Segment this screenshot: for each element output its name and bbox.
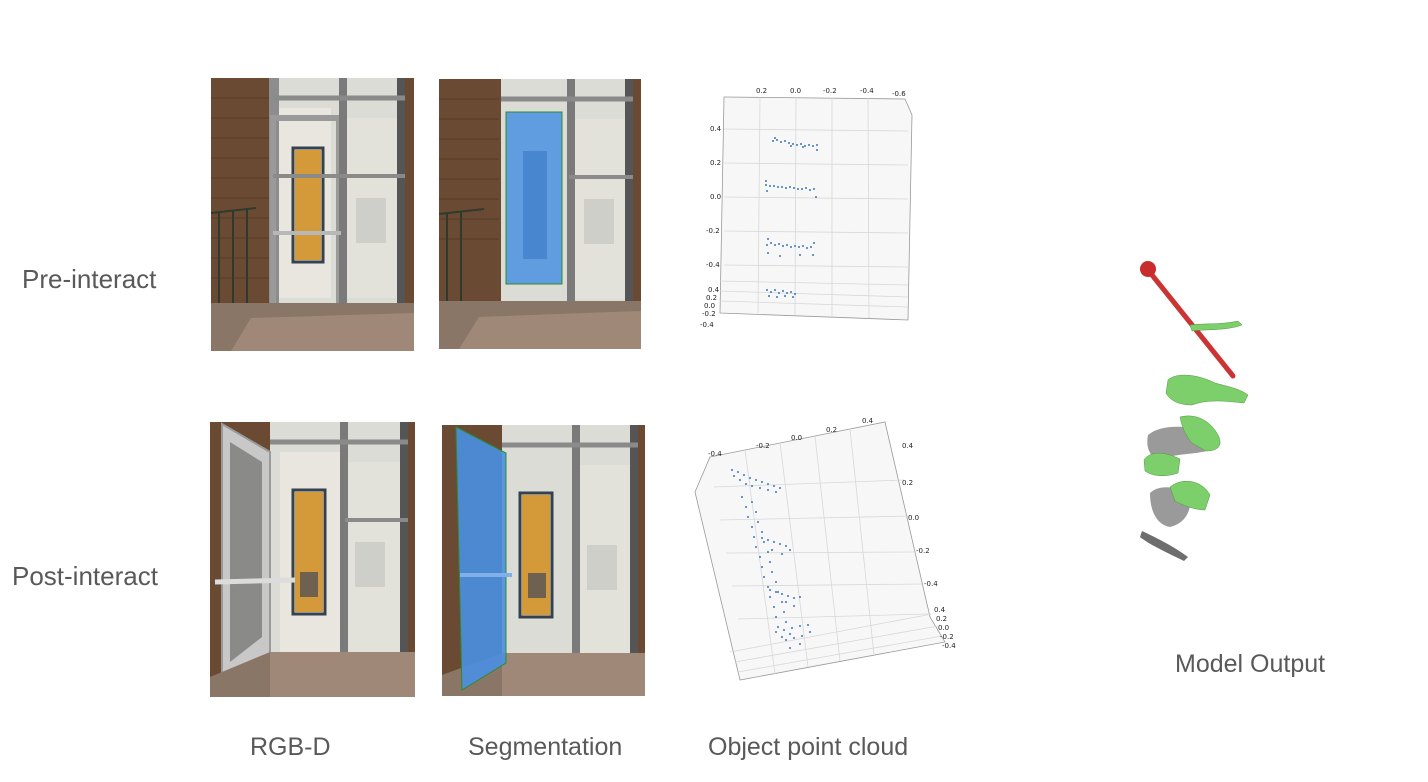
- post-rgbd-image: [210, 422, 415, 697]
- pre-plot-top-tick: -0.6: [892, 90, 906, 98]
- mesh-part: [1189, 320, 1243, 332]
- row-label-post-interact: Post-interact: [12, 561, 158, 591]
- post-plot-top-tick: 0.0: [791, 434, 802, 442]
- pre-cloud-stripe-4: [766, 289, 796, 298]
- post-plot-bottom-tick: 0.0: [938, 624, 949, 632]
- axis-origin-marker: [1140, 261, 1156, 277]
- post-plot-top-tick: -0.4: [708, 450, 722, 458]
- pre-plot-bottom-tick: 0.2: [706, 294, 717, 302]
- row-label-pre-interact: Pre-interact: [22, 264, 157, 294]
- pre-plot-left-tick: 0.2: [710, 159, 721, 167]
- pre-plot-bottom-ticks: 0.4 0.2 0.0 -0.2 -0.4: [700, 286, 720, 329]
- mesh-part: [1179, 415, 1221, 452]
- post-plot-right-tick: 0.2: [902, 479, 913, 487]
- post-plot-right-tick: 0.4: [902, 442, 914, 450]
- pre-plot-top-tick: 0.0: [790, 87, 801, 95]
- pre-cloud-stripe-2: [765, 180, 817, 198]
- mesh-part: [1165, 374, 1249, 406]
- column-label-point-cloud: Object point cloud: [708, 733, 909, 761]
- post-plot-bottom-tick: 0.4: [934, 606, 946, 614]
- post-plot-bottom-tick: -0.4: [942, 642, 956, 650]
- pre-plot-left-tick: 0.0: [710, 193, 721, 201]
- mesh-part: [1143, 452, 1181, 476]
- pre-plot-left-ticks: 0.4 0.2 0.0 -0.2 -0.4: [706, 125, 722, 269]
- pre-rgbd-image: [211, 78, 414, 351]
- pre-pointcloud-plot: 0.2 0.0 -0.2 -0.4 -0.6 0.4 0.2 0.0 -0.2 …: [700, 85, 925, 330]
- post-plot-top-ticks: -0.4 -0.2 0.0 0.2 0.4: [708, 417, 874, 458]
- pre-cloud-stripe-1: [772, 137, 818, 151]
- pre-plot-bottom-tick: -0.2: [702, 310, 716, 318]
- column-label-rgbd: RGB-D: [250, 733, 331, 761]
- post-pointcloud-plot: -0.4 -0.2 0.0 0.2 0.4 0.4 0.2 0.0 -0.2 -…: [690, 412, 960, 687]
- pre-plot-top-tick: -0.4: [860, 87, 874, 95]
- pre-plot-top-tick: -0.2: [823, 87, 837, 95]
- post-plot-bottom-tick: 0.2: [936, 615, 947, 623]
- post-plot-right-tick: -0.4: [924, 580, 938, 588]
- column-label-model-output: Model Output: [1175, 650, 1326, 678]
- pre-plot-bottom-tick: 0.4: [708, 286, 720, 294]
- post-plot-top-tick: -0.2: [756, 442, 770, 450]
- pre-plot-bottom-tick: 0.0: [704, 302, 715, 310]
- post-plot-right-ticks: 0.4 0.2 0.0 -0.2 -0.4: [902, 442, 938, 588]
- pre-plot-left-tick: -0.4: [706, 261, 720, 269]
- model-output-render: [1120, 255, 1270, 575]
- post-plot-bottom-ticks: 0.4 0.2 0.0 -0.2 -0.4: [934, 606, 956, 650]
- mesh-part: [1140, 531, 1188, 561]
- post-plot-right-tick: -0.2: [916, 547, 930, 555]
- pre-segmentation-image: [439, 79, 641, 349]
- mesh-part: [1169, 480, 1211, 511]
- pre-plot-left-tick: 0.4: [710, 125, 722, 133]
- post-plot-top-tick: 0.4: [862, 417, 874, 425]
- pre-plot-top-ticks: 0.2 0.0 -0.2 -0.4 -0.6: [756, 87, 906, 98]
- pre-plot-top-tick: 0.2: [756, 87, 767, 95]
- pre-cloud-stripe-3: [766, 238, 815, 257]
- post-plot-bottom-tick: -0.2: [940, 633, 954, 641]
- post-segmentation-image: [442, 425, 645, 696]
- pre-plot-left-tick: -0.2: [706, 227, 720, 235]
- articulation-axis: [1145, 267, 1236, 379]
- column-label-segmentation: Segmentation: [468, 733, 623, 761]
- post-plot-right-tick: 0.0: [908, 514, 919, 522]
- pre-plot-bottom-tick: -0.4: [700, 321, 714, 329]
- post-plot-top-tick: 0.2: [826, 426, 837, 434]
